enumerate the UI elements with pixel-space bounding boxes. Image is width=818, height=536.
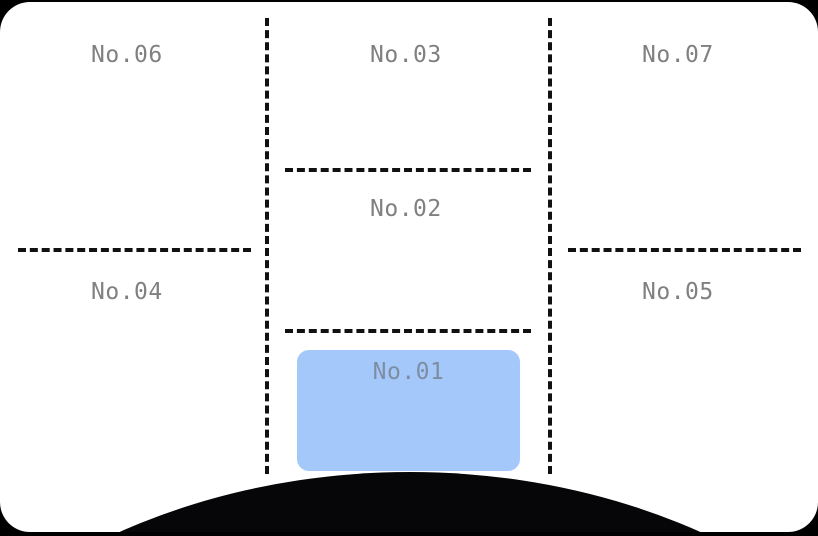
region-label-no-03[interactable]: No.03 <box>370 42 442 68</box>
divider-vertical-right <box>548 18 552 474</box>
bottom-curved-occluder <box>0 472 818 532</box>
divider-horizontal-left <box>18 248 251 252</box>
region-label-no-04[interactable]: No.04 <box>91 279 163 305</box>
region-label-no-02[interactable]: No.02 <box>370 196 442 222</box>
region-label-no-07[interactable]: No.07 <box>642 42 714 68</box>
divider-vertical-left <box>265 18 269 474</box>
region-label-no-05[interactable]: No.05 <box>642 279 714 305</box>
divider-horizontal-middle-upper <box>285 168 531 172</box>
divider-horizontal-middle-lower <box>285 329 531 333</box>
divider-horizontal-right <box>568 248 801 252</box>
region-label-no-06[interactable]: No.06 <box>91 42 163 68</box>
region-selected-no-01[interactable]: No.01 <box>297 350 520 471</box>
region-label-no-01: No.01 <box>372 359 445 385</box>
